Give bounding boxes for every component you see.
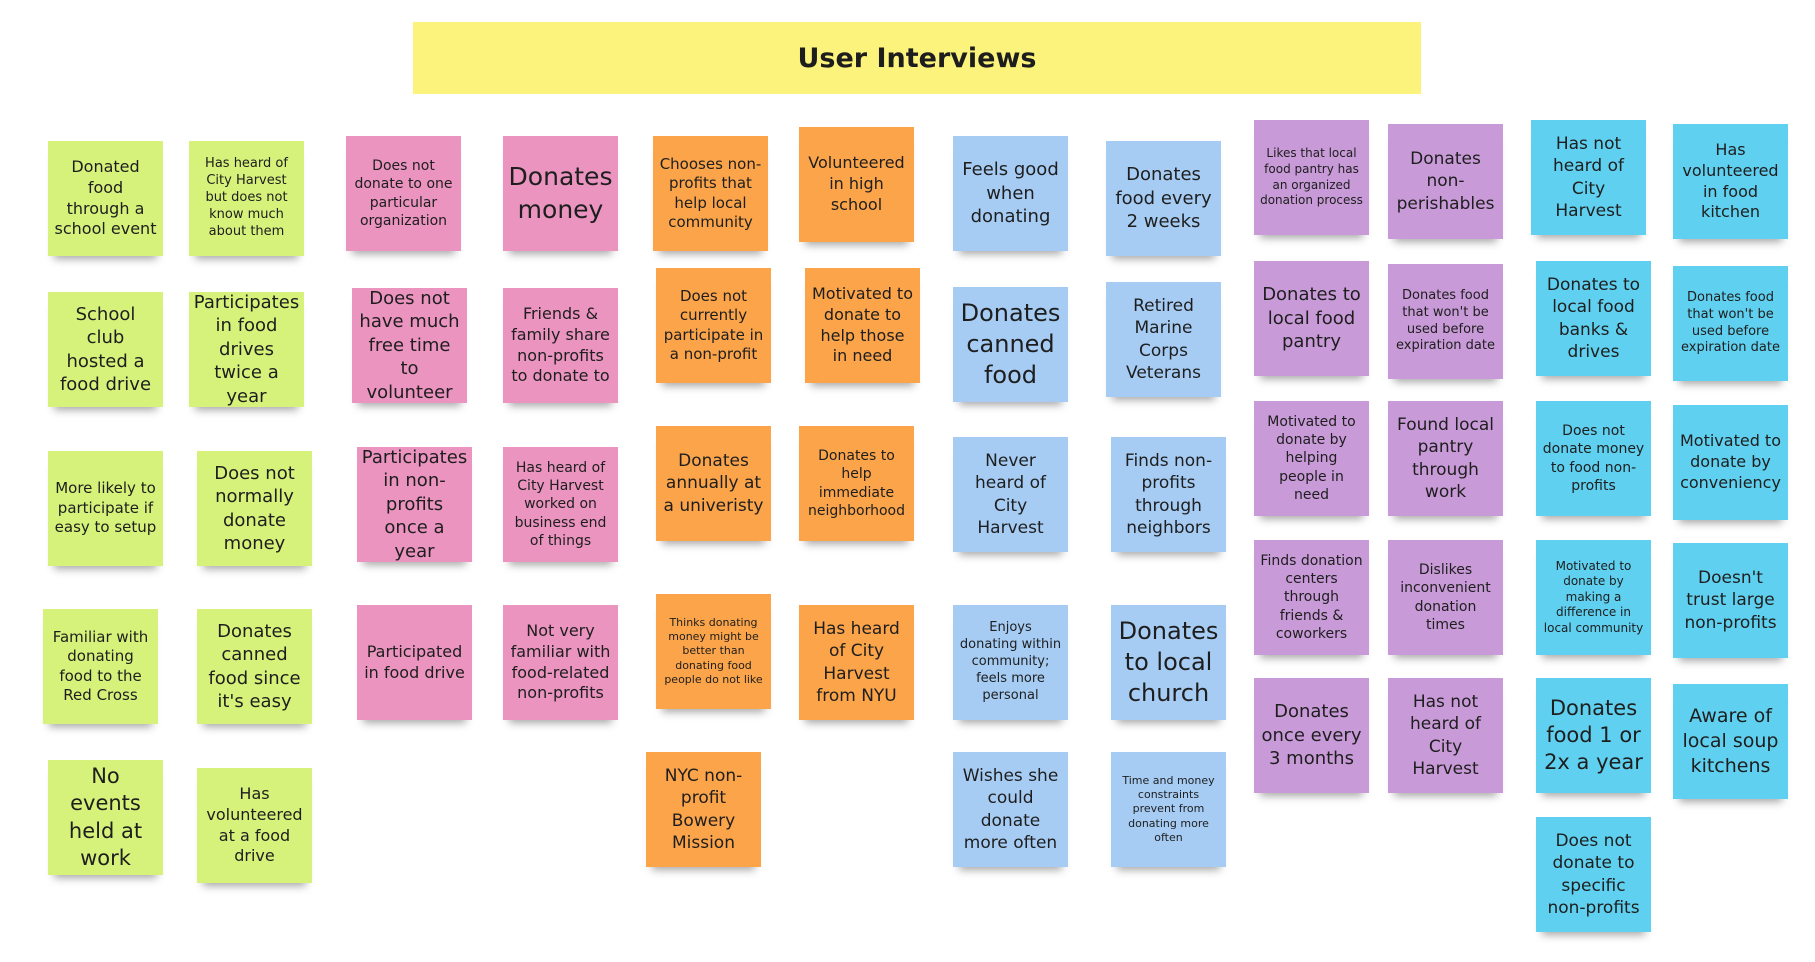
- sticky-note[interactable]: Found local pantry through work: [1388, 401, 1503, 516]
- sticky-note[interactable]: Retired Marine Corps Veterans: [1106, 282, 1221, 397]
- sticky-note[interactable]: Does not donate money to food non-profit…: [1536, 401, 1651, 516]
- sticky-note[interactable]: Has volunteered in food kitchen: [1673, 124, 1788, 239]
- sticky-note[interactable]: Donates annually at a univeristy: [656, 426, 771, 541]
- sticky-note[interactable]: Time and money constraints prevent from …: [1111, 752, 1226, 867]
- sticky-note[interactable]: Likes that local food pantry has an orga…: [1254, 120, 1369, 235]
- sticky-note[interactable]: Donates to local food banks & drives: [1536, 261, 1651, 376]
- sticky-note[interactable]: Does not have much free time to voluntee…: [352, 288, 467, 403]
- sticky-note[interactable]: Does not donate to one particular organi…: [346, 136, 461, 251]
- sticky-note[interactable]: Does not normally donate money: [197, 451, 312, 566]
- board-title[interactable]: User Interviews: [413, 22, 1421, 94]
- sticky-note[interactable]: Participates in food drives twice a year: [189, 292, 304, 407]
- sticky-note[interactable]: Finds donation centers through friends &…: [1254, 540, 1369, 655]
- sticky-note[interactable]: Donates canned food since it's easy: [197, 609, 312, 724]
- sticky-note[interactable]: Volunteered in high school: [799, 127, 914, 242]
- sticky-note[interactable]: Donates food 1 or 2x a year: [1536, 678, 1651, 793]
- sticky-note[interactable]: Donates food that won't be used before e…: [1388, 264, 1503, 379]
- sticky-note[interactable]: Enjoys donating within community; feels …: [953, 605, 1068, 720]
- sticky-note[interactable]: School club hosted a food drive: [48, 292, 163, 407]
- sticky-note[interactable]: Donates once every 3 months: [1254, 678, 1369, 793]
- sticky-note[interactable]: Donates to local church: [1111, 605, 1226, 720]
- sticky-note[interactable]: Motivated to donate by helping people in…: [1254, 401, 1369, 516]
- sticky-note[interactable]: Not very familiar with food-related non-…: [503, 605, 618, 720]
- sticky-note[interactable]: Donated food through a school event: [48, 141, 163, 256]
- sticky-note[interactable]: Never heard of City Harvest: [953, 437, 1068, 552]
- sticky-note[interactable]: Does not currently participate in a non-…: [656, 268, 771, 383]
- sticky-note[interactable]: Finds non-profits through neighbors: [1111, 437, 1226, 552]
- sticky-note[interactable]: Donates canned food: [953, 287, 1068, 402]
- sticky-note[interactable]: Participated in food drive: [357, 605, 472, 720]
- sticky-note[interactable]: Thinks donating money might be better th…: [656, 594, 771, 709]
- sticky-note[interactable]: No events held at work: [48, 760, 163, 875]
- sticky-note[interactable]: Doesn't trust large non-profits: [1673, 543, 1788, 658]
- sticky-note[interactable]: Motivated to donate by making a differen…: [1536, 540, 1651, 655]
- sticky-note[interactable]: Donates food that won't be used before e…: [1673, 266, 1788, 381]
- sticky-note[interactable]: NYC non-profit Bowery Mission: [646, 752, 761, 867]
- sticky-note[interactable]: Donates to local food pantry: [1254, 261, 1369, 376]
- sticky-note[interactable]: Participates in non-profits once a year: [357, 447, 472, 562]
- sticky-note[interactable]: Friends & family share non-profits to do…: [503, 288, 618, 403]
- sticky-note[interactable]: Aware of local soup kitchens: [1673, 684, 1788, 799]
- sticky-note[interactable]: Donates money: [503, 136, 618, 251]
- sticky-note[interactable]: Donates non-perishables: [1388, 124, 1503, 239]
- sticky-note[interactable]: Has volunteered at a food drive: [197, 768, 312, 883]
- sticky-note[interactable]: Does not donate to specific non-profits: [1536, 817, 1651, 932]
- sticky-note[interactable]: Donates food every 2 weeks: [1106, 141, 1221, 256]
- sticky-note[interactable]: Has heard of City Harvest but does not k…: [189, 141, 304, 256]
- sticky-note[interactable]: Motivated to donate to help those in nee…: [805, 268, 920, 383]
- sticky-note[interactable]: Feels good when donating: [953, 136, 1068, 251]
- sticky-note[interactable]: Has not heard of City Harvest: [1531, 120, 1646, 235]
- sticky-note[interactable]: Donates to help immediate neighborhood: [799, 426, 914, 541]
- sticky-note[interactable]: Motivated to donate by conveniency: [1673, 405, 1788, 520]
- sticky-note[interactable]: More likely to participate if easy to se…: [48, 451, 163, 566]
- sticky-note[interactable]: Has not heard of City Harvest: [1388, 678, 1503, 793]
- sticky-note[interactable]: Has heard of City Harvest worked on busi…: [503, 447, 618, 562]
- sticky-note[interactable]: Wishes she could donate more often: [953, 752, 1068, 867]
- sticky-note[interactable]: Has heard of City Harvest from NYU: [799, 605, 914, 720]
- sticky-note[interactable]: Familiar with donating food to the Red C…: [43, 609, 158, 724]
- sticky-note[interactable]: Chooses non-profits that help local comm…: [653, 136, 768, 251]
- sticky-note[interactable]: Dislikes inconvenient donation times: [1388, 540, 1503, 655]
